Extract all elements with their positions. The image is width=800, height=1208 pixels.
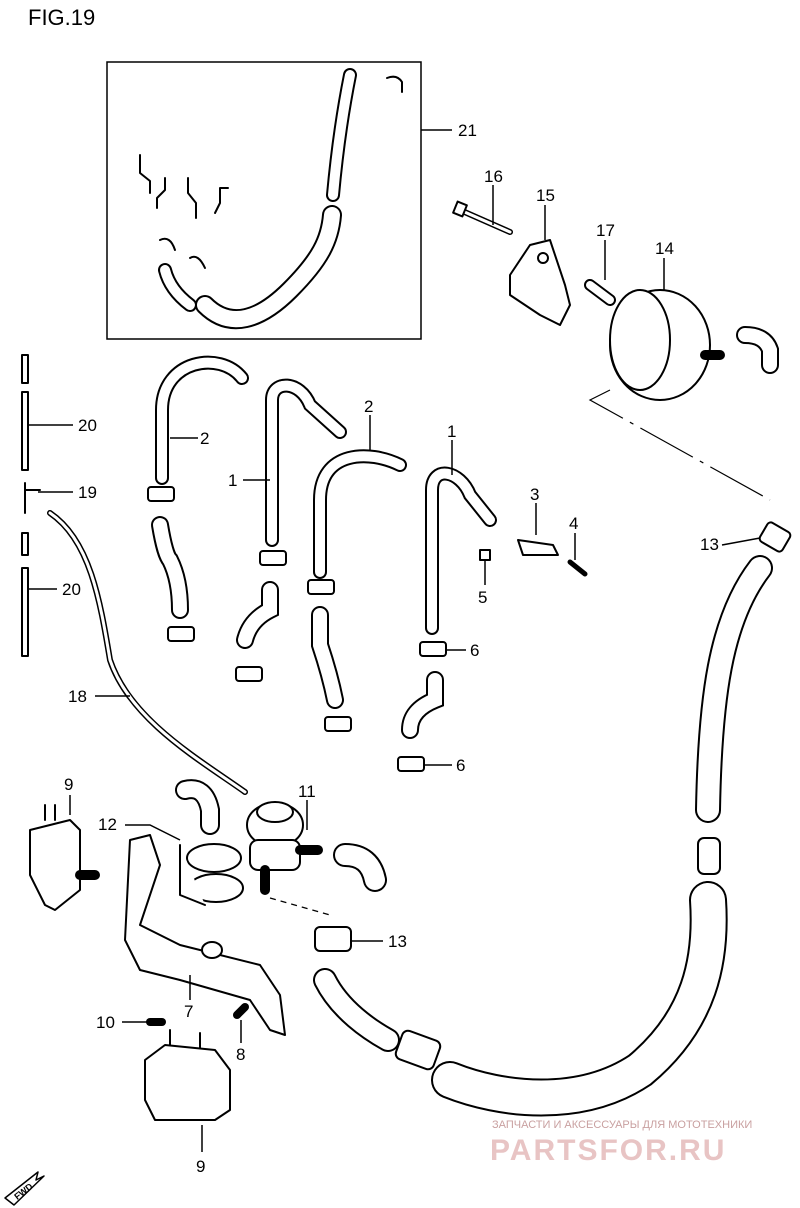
mounting-bracket (124, 834, 286, 1036)
callout-9-lower: 9 (196, 1157, 205, 1176)
callout-2-mid: 2 (364, 397, 373, 416)
solenoid-valve-lower (144, 1003, 249, 1121)
callout-2-left: 2 (200, 429, 209, 448)
fwd-arrow-icon: FWD (4, 1171, 45, 1206)
callout-20-top: 20 (78, 416, 97, 435)
figure-title: FIG.19 (28, 5, 95, 30)
callout-4: 4 (569, 514, 578, 533)
watermark-logo: PARTSFOR.RU (490, 1134, 726, 1167)
callout-3: 3 (530, 485, 539, 504)
hose-group-2a (147, 355, 249, 642)
reed-valve-assembly (175, 779, 387, 895)
callout-17: 17 (596, 221, 615, 240)
hose-group-2b (307, 449, 407, 732)
callout-11: 11 (298, 782, 316, 801)
callout-19: 19 (78, 483, 97, 502)
callout-6-top: 6 (470, 641, 479, 660)
callout-20-bottom: 20 (62, 580, 81, 599)
callout-13-right: 13 (700, 535, 719, 554)
callout-15: 15 (536, 186, 555, 205)
callout-5: 5 (478, 588, 487, 607)
air-filter-assembly (452, 200, 779, 401)
main-air-hose (313, 521, 792, 1117)
callout-18: 18 (68, 687, 87, 706)
callout-21: 21 (458, 121, 477, 140)
callout-10: 10 (96, 1013, 115, 1032)
callout-1-left: 1 (228, 471, 237, 490)
callout-13-bottom: 13 (388, 932, 407, 951)
solenoid-valve-upper (29, 804, 100, 911)
callout-6-bottom: 6 (456, 756, 465, 775)
callout-7: 7 (184, 1002, 193, 1021)
callout-8: 8 (236, 1045, 245, 1064)
hose-group-1b (397, 466, 588, 772)
callout-12: 12 (98, 815, 117, 834)
callout-16: 16 (484, 167, 503, 186)
callout-9-upper: 9 (64, 775, 73, 794)
callout-1-right: 1 (447, 422, 456, 441)
vacuum-tubes (21, 354, 248, 795)
callout-14: 14 (655, 239, 674, 258)
hose-kit-box (106, 61, 422, 340)
hose-group-1a (235, 378, 347, 682)
watermark-tagline: ЗАПЧАСТИ И АКСЕССУАРЫ ДЛЯ МОТОТЕХНИКИ (492, 1119, 752, 1131)
